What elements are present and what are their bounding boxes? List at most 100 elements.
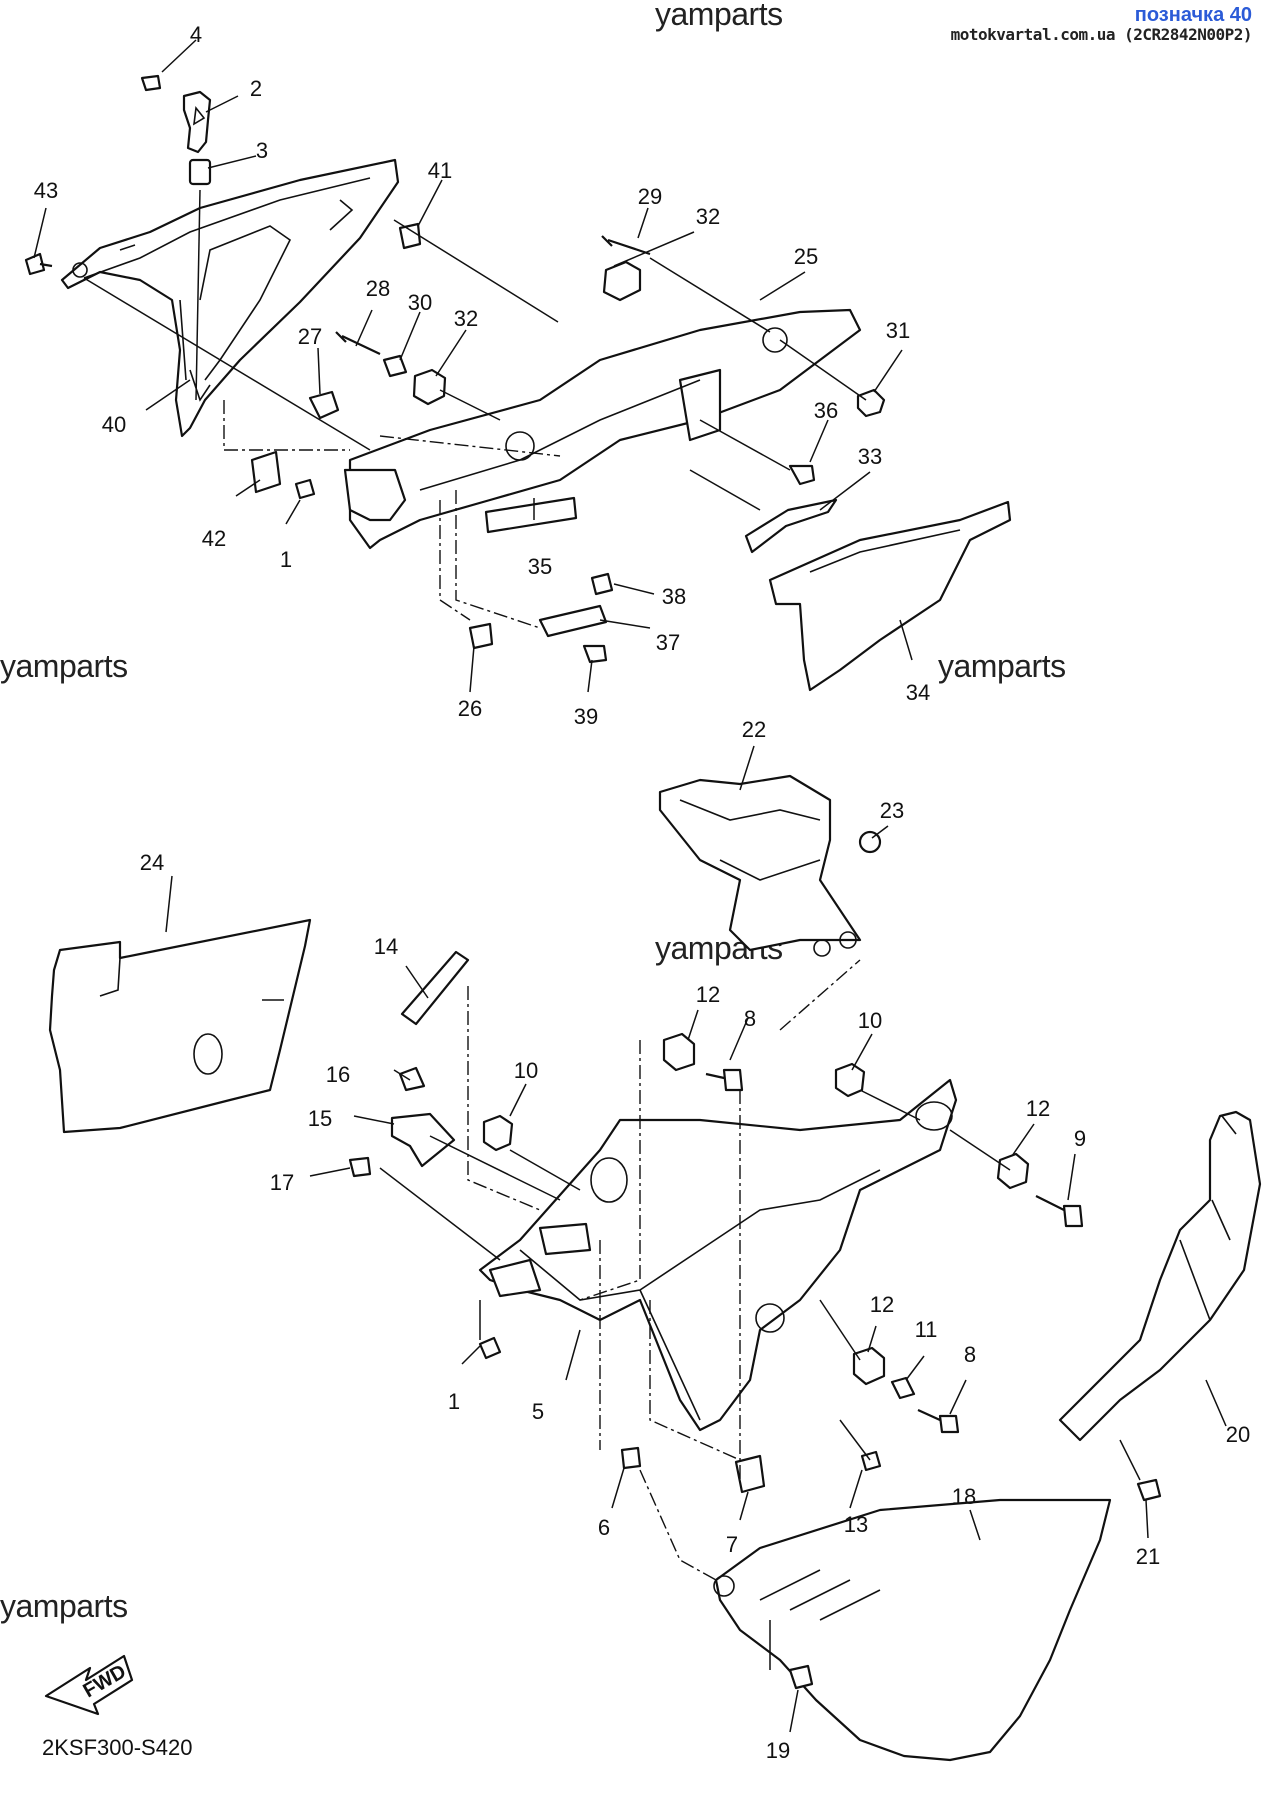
callout-4[interactable]: 4 [190, 22, 202, 47]
nut-part-31 [856, 388, 886, 418]
bolt-part-29 [601, 235, 651, 256]
callout-labels: 1 1 2 3 4 5 6 7 8 8 9 10 10 11 12 12 12 … [34, 22, 1250, 1763]
bolt-part-17 [348, 1156, 372, 1178]
grommet-part-32b [412, 368, 447, 406]
bolt-part-28 [335, 331, 381, 355]
callout-21[interactable]: 21 [1136, 1544, 1160, 1569]
bolt-part-39 [582, 644, 608, 664]
nut-part-26 [468, 622, 494, 650]
plate-part-37 [538, 604, 608, 638]
callout-12-top[interactable]: 12 [696, 982, 720, 1007]
callout-6[interactable]: 6 [598, 1515, 610, 1540]
nut-part-7 [734, 1454, 766, 1494]
callout-32-top[interactable]: 32 [696, 204, 720, 229]
callout-19[interactable]: 19 [766, 1738, 790, 1763]
callout-11[interactable]: 11 [915, 1317, 938, 1342]
screw-part-43 [24, 252, 53, 276]
screw-part-13 [860, 1450, 882, 1472]
bolt-part-9 [1035, 1195, 1084, 1228]
clip-part-23 [858, 830, 882, 854]
callout-1-bottom[interactable]: 1 [448, 1389, 460, 1414]
grommet-part-12-right [996, 1152, 1030, 1190]
diagram-reference-title[interactable]: позначка 40 [1134, 4, 1252, 26]
bolt-part-19 [788, 1664, 814, 1690]
callout-9[interactable]: 9 [1074, 1126, 1086, 1151]
bolt-part-8-top [705, 1068, 744, 1092]
callout-29[interactable]: 29 [638, 184, 662, 209]
callout-24[interactable]: 24 [140, 850, 164, 875]
collar-part-30 [382, 354, 408, 378]
collar-part-10-left [482, 1114, 514, 1152]
nut-part-27 [308, 390, 340, 420]
collar-part-10-right [834, 1062, 866, 1098]
callout-33[interactable]: 33 [858, 444, 882, 469]
callout-2[interactable]: 2 [250, 76, 262, 101]
callout-28[interactable]: 28 [366, 276, 390, 301]
diagram-code: 2KSF300-S420 [42, 1735, 193, 1760]
callout-41[interactable]: 41 [428, 158, 452, 183]
callout-7[interactable]: 7 [726, 1532, 738, 1557]
damper-part-3 [188, 158, 212, 186]
callout-38[interactable]: 38 [662, 584, 686, 609]
collar-part-11 [890, 1376, 916, 1400]
callout-16[interactable]: 16 [326, 1062, 350, 1087]
screw-part-1-bottom [478, 1336, 502, 1360]
callout-34[interactable]: 34 [906, 680, 930, 705]
forward-direction-arrow: FWD [44, 1654, 134, 1716]
callout-40[interactable]: 40 [102, 412, 126, 437]
grommet-part-38 [590, 572, 614, 596]
callout-25[interactable]: 25 [794, 244, 818, 269]
callout-31[interactable]: 31 [886, 318, 910, 343]
callout-32-mid[interactable]: 32 [454, 306, 478, 331]
damper-part-14 [400, 950, 470, 1026]
grommet-part-12-top [662, 1032, 696, 1072]
watermark: yamparts [0, 648, 128, 684]
frame-part-5 [478, 1078, 958, 1432]
callout-10-left[interactable]: 10 [514, 1058, 538, 1083]
callout-27[interactable]: 27 [298, 324, 322, 349]
cover-part-34 [768, 500, 1012, 692]
callout-26[interactable]: 26 [458, 696, 482, 721]
callout-5[interactable]: 5 [532, 1399, 544, 1424]
screw-part-1-top [294, 478, 316, 500]
grommet-part-32 [602, 260, 642, 302]
callout-12-right[interactable]: 12 [1026, 1096, 1050, 1121]
callout-37[interactable]: 37 [656, 630, 680, 655]
callout-8-lower[interactable]: 8 [964, 1342, 976, 1367]
source-site-and-part-code: motokvartal.com.ua (2CR2842N00P2) [950, 25, 1253, 44]
callout-10-right[interactable]: 10 [858, 1008, 882, 1033]
callout-23[interactable]: 23 [880, 798, 904, 823]
damper-part-35 [484, 496, 578, 534]
callout-13[interactable]: 13 [844, 1512, 868, 1537]
bracket-part-2 [182, 90, 212, 154]
callout-20[interactable]: 20 [1226, 1422, 1250, 1447]
callout-14[interactable]: 14 [374, 934, 398, 959]
bolt-part-8-lower [917, 1408, 960, 1434]
callout-30[interactable]: 30 [408, 290, 432, 315]
pad-part-42 [250, 450, 282, 494]
watermark: yamparts [0, 1588, 128, 1624]
callout-15[interactable]: 15 [308, 1106, 332, 1131]
callout-22[interactable]: 22 [742, 717, 766, 742]
nut-part-41 [398, 222, 422, 250]
callout-36[interactable]: 36 [814, 398, 838, 423]
screw-part-4 [140, 74, 162, 92]
callout-1-top[interactable]: 1 [280, 547, 292, 572]
callout-35[interactable]: 35 [528, 554, 552, 579]
damper-part-33 [744, 498, 838, 554]
cover-part-18 [713, 1498, 1112, 1762]
callout-39[interactable]: 39 [574, 704, 598, 729]
callout-12-lower[interactable]: 12 [870, 1292, 894, 1317]
watermark: yamparts [655, 0, 783, 32]
grommet-part-12-lower [852, 1346, 886, 1386]
callout-42[interactable]: 42 [202, 526, 226, 551]
plate-part-15 [390, 1112, 456, 1168]
bracket-part-20 [1058, 1110, 1262, 1442]
callout-3[interactable]: 3 [256, 138, 268, 163]
callout-18[interactable]: 18 [952, 1484, 976, 1509]
callout-8-top[interactable]: 8 [744, 1006, 756, 1031]
bolt-part-21 [1136, 1478, 1162, 1502]
callout-43[interactable]: 43 [34, 178, 58, 203]
callout-17[interactable]: 17 [270, 1170, 294, 1195]
